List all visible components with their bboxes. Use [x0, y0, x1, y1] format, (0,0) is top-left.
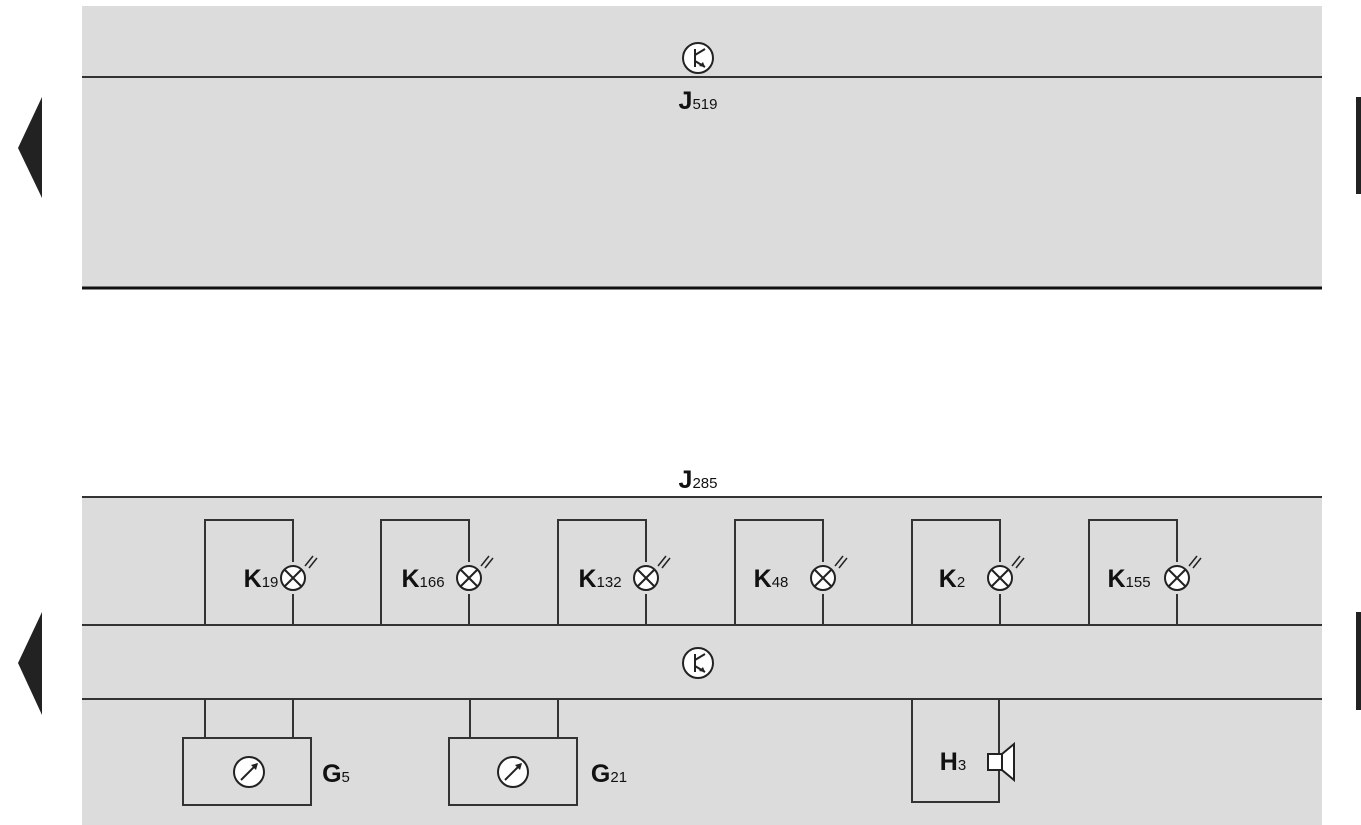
transistor-symbol-icon [682, 42, 714, 74]
speaker-icon [987, 741, 1015, 783]
lamp-circuit-loop [557, 519, 647, 625]
lamp-label-sub: 166 [420, 574, 445, 591]
lamp-label-main: K [578, 565, 596, 593]
lamp-circuit-loop [734, 519, 824, 625]
warning-lamp: K48 [734, 519, 848, 625]
warning-lamp-icon [810, 555, 848, 591]
lamp-label-sub: 48 [772, 574, 789, 591]
buzzer-label-sub: 3 [958, 757, 966, 774]
gauge-label-main: G [322, 760, 341, 788]
warning-lamp-icon [987, 555, 1025, 591]
gauge: G5 [182, 699, 350, 806]
lamp-label-sub: 2 [957, 574, 965, 591]
gauge-label: G21 [591, 760, 627, 788]
warning-lamp-group: K19 K166 [204, 519, 1202, 625]
bottom-unit-label-sub: 285 [692, 475, 717, 492]
buzzer: H3 [911, 699, 1015, 803]
lamp-label: K48 [754, 565, 789, 593]
transistor-symbol-icon [682, 647, 714, 679]
gauge-icon [497, 756, 529, 788]
bottom-unit-label: J285 [679, 466, 718, 494]
gauge-label-sub: 5 [342, 769, 350, 786]
bottom-control-unit: K19 K166 [82, 496, 1322, 825]
buzzer-label-main: H [940, 748, 958, 776]
warning-lamp-icon [633, 555, 671, 591]
gauge: G21 [448, 699, 627, 806]
gauge-group: G5 G21 [182, 699, 627, 806]
left-arrow-icon [18, 612, 42, 715]
top-unit-label-sub: 519 [692, 96, 717, 113]
lamp-label-main: K [754, 565, 772, 593]
lamp-circuit-loop [911, 519, 1001, 625]
gauge-icon [233, 756, 265, 788]
bottom-unit-label-main: J [679, 466, 693, 494]
warning-lamp: K132 [557, 519, 671, 625]
lamp-label-main: K [1107, 565, 1125, 593]
lamp-label: K19 [244, 565, 279, 593]
warning-lamp-icon [1164, 555, 1202, 591]
lamp-label-main: K [401, 565, 419, 593]
buzzer-label: H3 [940, 748, 966, 776]
warning-lamp: K155 [1088, 519, 1202, 625]
lamp-circuit-loop [204, 519, 294, 625]
warning-lamp-icon [456, 555, 494, 591]
gauge-label-sub: 21 [610, 769, 627, 786]
warning-lamp: K2 [911, 519, 1025, 625]
lamp-label-sub: 19 [262, 574, 279, 591]
lamp-label-main: K [939, 565, 957, 593]
lamp-label-main: K [244, 565, 262, 593]
gauge-label: G5 [322, 760, 350, 788]
lamp-label: K166 [401, 565, 444, 593]
lamp-label-sub: 155 [1126, 574, 1151, 591]
lamp-label: K155 [1107, 565, 1150, 593]
top-unit-label: J519 [679, 87, 718, 115]
right-edge-marker [1356, 612, 1361, 710]
buzzer-circuit-loop [911, 699, 1000, 803]
lamp-label: K2 [939, 565, 965, 593]
lamp-label: K132 [578, 565, 621, 593]
left-arrow-icon [18, 97, 42, 198]
top-unit-label-main: J [679, 87, 693, 115]
right-edge-marker [1356, 97, 1361, 194]
warning-lamp-icon [280, 555, 318, 591]
lamp-label-sub: 132 [597, 574, 622, 591]
lamp-circuit-loop [380, 519, 470, 625]
top-control-unit: J519 [82, 6, 1322, 290]
lamp-circuit-loop [1088, 519, 1178, 625]
warning-lamp: K166 [380, 519, 494, 625]
warning-lamp: K19 [204, 519, 318, 625]
gauge-label-main: G [591, 760, 610, 788]
